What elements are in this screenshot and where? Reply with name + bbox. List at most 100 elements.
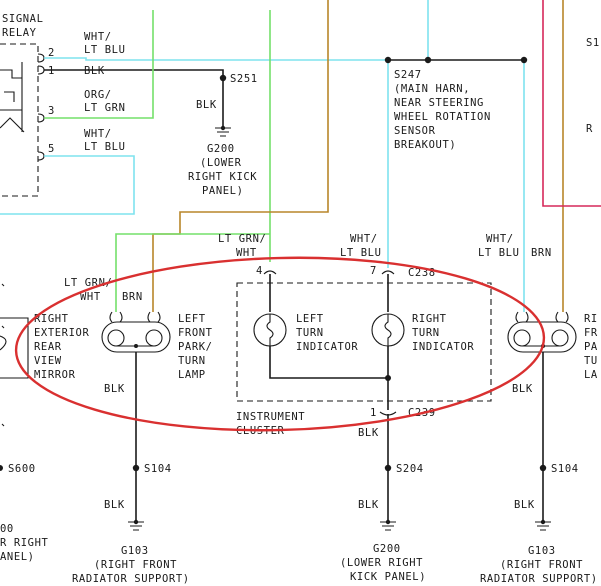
cluster-wire-in-left-a: LT GRN/ xyxy=(218,233,266,245)
wire-pin5-lt-blu xyxy=(0,155,135,215)
s251-dot xyxy=(219,74,227,82)
top-right-r-label: R xyxy=(586,123,593,135)
g103-left-id: G103 xyxy=(121,545,149,557)
g103-left-desc-1: (RIGHT FRONT xyxy=(94,559,177,571)
cluster-top-pins xyxy=(263,270,395,275)
g200-top-wire-label: BLK xyxy=(196,99,217,111)
left-lamp-label-1: LEFT xyxy=(178,313,206,325)
highlight-ellipse xyxy=(14,256,546,432)
left-partial-id: 00 xyxy=(0,523,14,535)
g103-right-desc-2: RADIATOR SUPPORT) xyxy=(480,573,598,585)
wire-label-pin3-a: ORG/ xyxy=(84,89,112,101)
g200-bottom-id: G200 xyxy=(373,543,401,555)
s204-dot xyxy=(384,464,392,472)
left-lamp-label-2: FRONT xyxy=(178,327,213,339)
right-indicator-label-3: INDICATOR xyxy=(412,341,474,353)
g200-top-desc-1: (LOWER xyxy=(200,157,242,169)
relay-pin-3-contact xyxy=(37,113,45,123)
relay-pin-1: 1 xyxy=(48,65,55,77)
mirror-outline xyxy=(0,317,29,379)
mirror-label-1: RIGHT xyxy=(34,313,69,325)
s247-desc-1: (MAIN HARN, xyxy=(394,83,470,95)
s104-right-dot xyxy=(539,464,547,472)
cluster-pin-7: 7 xyxy=(370,265,377,277)
g200-top-desc-3: PANEL) xyxy=(202,185,244,197)
g103-right-desc-1: (RIGHT FRONT xyxy=(500,559,583,571)
g200-bottom-desc-1: (LOWER RIGHT xyxy=(340,557,423,569)
wire-label-pin3-b: LT GRN xyxy=(84,102,126,114)
relay-label-2: RELAY xyxy=(2,27,37,39)
mirror-label-4: VIEW xyxy=(34,355,62,367)
ground-g200-top xyxy=(215,125,231,137)
s247-dot xyxy=(384,56,392,64)
s247-dot-2 xyxy=(424,56,432,64)
wire-brn-left-lamp xyxy=(152,0,329,312)
s600-dot xyxy=(0,465,3,471)
relay-pin-5: 5 xyxy=(48,143,55,155)
wire-lt-grn-left-lamp xyxy=(115,233,270,312)
left-lamp-label-4: TURN xyxy=(178,355,206,367)
g200-bottom-desc-2: KICK PANEL) xyxy=(350,571,426,583)
relay-pin-2-contact xyxy=(37,53,45,63)
left-indicator-label-1: LEFT xyxy=(296,313,324,325)
right-lamp-wire2: BRN xyxy=(531,247,552,259)
right-lamp-lower-wire: BLK xyxy=(514,499,535,511)
s204-label: S204 xyxy=(396,463,424,475)
wire-pin1-blk xyxy=(44,69,224,78)
g103-right-id: G103 xyxy=(528,545,556,557)
relay-pin-2: 2 xyxy=(48,47,55,59)
s247-desc-4: SENSOR xyxy=(394,125,436,137)
left-lamp-label-3: PARK/ xyxy=(178,341,213,353)
s104-right-label: S104 xyxy=(551,463,579,475)
ground-g200-bottom xyxy=(380,519,396,531)
left-lamp-ground-wire: BLK xyxy=(104,383,125,395)
left-partial-desc-1: R RIGHT xyxy=(0,537,49,549)
wire-label-pin1: BLK xyxy=(84,65,105,77)
left-lamp xyxy=(101,311,171,353)
relay-outline xyxy=(0,43,39,197)
left-lamp-label-5: LAMP xyxy=(178,369,206,381)
relay: SIGNAL RELAY 2 1 3 5 xyxy=(0,13,55,197)
right-lamp-wire1-a: WHT/ xyxy=(486,233,514,245)
s247-dot-3 xyxy=(520,56,528,64)
mirror-label-5: MIRROR xyxy=(34,369,76,381)
g200-top-id: G200 xyxy=(207,143,235,155)
wire-red-top-right xyxy=(542,0,601,207)
cluster-wire-in-left-b: WHT xyxy=(236,247,257,259)
right-lamp-label-2: FR xyxy=(584,327,598,339)
right-lamp-label-4: TU xyxy=(584,355,598,367)
wire-label-pin2-a: WHT/ xyxy=(84,31,112,43)
cluster-wire-in-right-b: LT BLU xyxy=(340,247,382,259)
top-right-s-label: S1 xyxy=(586,37,600,49)
cluster-wire-in-right-a: WHT/ xyxy=(350,233,378,245)
mirror-label-2: EXTERIOR xyxy=(34,327,89,339)
relay-pin-3: 3 xyxy=(48,105,55,117)
relay-internal xyxy=(0,62,25,133)
cluster-pin-4: 4 xyxy=(256,265,263,277)
right-indicator-label-1: RIGHT xyxy=(412,313,447,325)
left-indicator-label-3: INDICATOR xyxy=(296,341,358,353)
relay-pin-1-contact xyxy=(37,65,45,75)
g200-top-desc-2: RIGHT KICK xyxy=(188,171,257,183)
s104-left-dot xyxy=(132,464,140,472)
wire-label-pin5-a: WHT/ xyxy=(84,128,112,140)
left-lamp-lower-wire: BLK xyxy=(104,499,125,511)
s247-desc-2: NEAR STEERING xyxy=(394,97,484,109)
left-lamp-wire1-b: WHT xyxy=(80,291,101,303)
mirror-label-3: REAR xyxy=(34,341,62,353)
s247-label: S247 xyxy=(394,69,422,81)
right-turn-indicator-filament xyxy=(384,314,392,346)
s247-desc-3: WHEEL ROTATION xyxy=(394,111,491,123)
s104-left-label: S104 xyxy=(144,463,172,475)
right-lamp-wire1-b: LT BLU xyxy=(478,247,520,259)
ground-g103-left xyxy=(128,519,144,531)
relay-label-1: SIGNAL xyxy=(2,13,44,25)
right-lamp-label-1: RI xyxy=(584,313,598,325)
wire-pin3-grn xyxy=(44,10,154,119)
cluster-name-1: INSTRUMENT xyxy=(236,411,305,423)
s251-label: S251 xyxy=(230,73,258,85)
cluster-lower-wire: BLK xyxy=(358,499,379,511)
cluster-outline xyxy=(236,282,492,402)
wire-label-pin5-b: LT BLU xyxy=(84,141,126,153)
